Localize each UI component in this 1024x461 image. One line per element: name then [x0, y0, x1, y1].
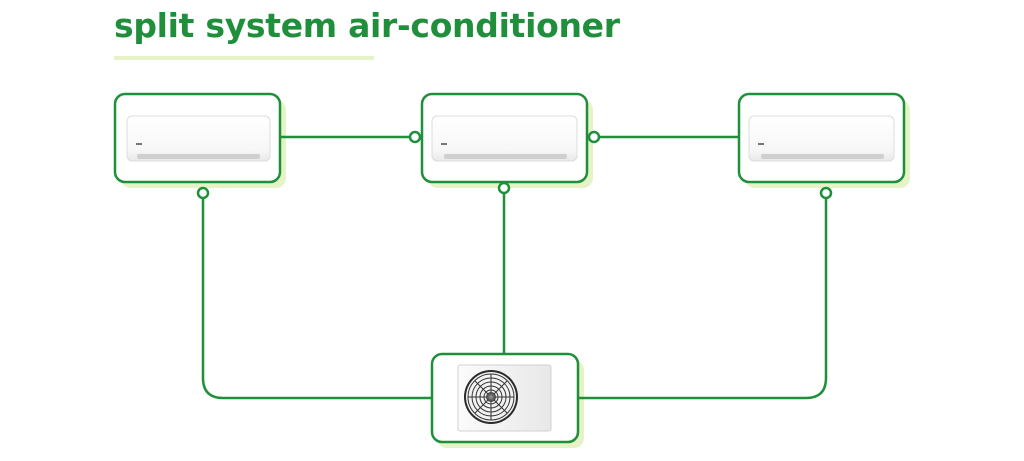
port-indoor-2-bottom: [497, 181, 511, 195]
connector-ports: [196, 130, 833, 200]
title-underline: [114, 56, 374, 60]
wall-mounted-ac-unit-icon: [431, 115, 578, 162]
port-indoor-1-bottom: [196, 186, 210, 200]
indoor-unit-3: [737, 92, 906, 184]
port-indoor-2-right: [587, 130, 601, 144]
connection-lines: [201, 135, 828, 400]
port-indoor-3-bottom: [819, 186, 833, 200]
indoor-unit-1: [113, 92, 282, 184]
port-indoor-2-left: [408, 130, 422, 144]
wall-mounted-ac-unit-icon: [748, 115, 895, 162]
page-title: split system air-conditioner: [114, 6, 620, 45]
indoor-unit-2: [420, 92, 589, 184]
outdoor-condenser-unit-icon: [457, 364, 552, 432]
pipe-indoor-1-to-outdoor: [201, 198, 432, 400]
outdoor-unit: [430, 352, 580, 444]
pipe-indoor-3-to-outdoor: [578, 198, 828, 400]
wall-mounted-ac-unit-icon: [126, 115, 271, 162]
